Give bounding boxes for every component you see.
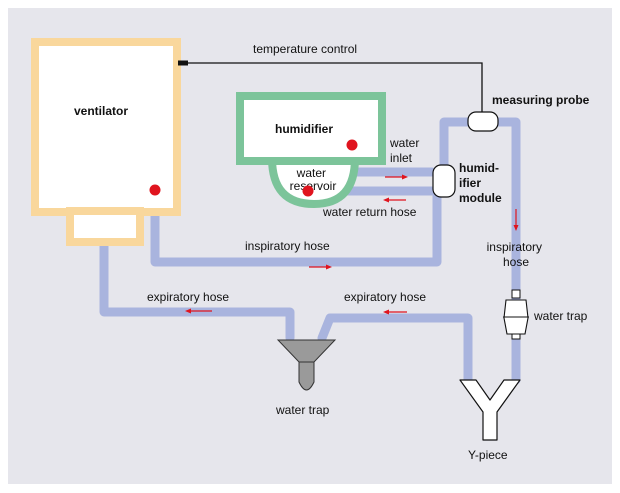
measuring-probe-label: measuring probe	[492, 93, 590, 107]
water-inlet-flow-arrow	[385, 174, 408, 180]
humidifier-module-label: humid- ifier module	[459, 161, 502, 205]
inspiratory-lower-flow-arrow	[309, 264, 332, 270]
water-trap-right-label: water trap	[533, 309, 588, 323]
water-return-hose-label: water return hose	[322, 205, 417, 219]
expiratory-hose-left-label: expiratory hose	[147, 290, 229, 304]
ventilator-label: ventilator	[74, 104, 128, 118]
expiratory-hose-right-label: expiratory hose	[344, 290, 426, 304]
inspiratory-hose-lower	[150, 187, 442, 267]
inspiratory-hose-bottom-label: inspiratory hose	[245, 239, 330, 253]
humidifier-module	[432, 164, 456, 198]
expiratory-hose-left	[99, 240, 295, 343]
reservoir-return-valve	[302, 185, 314, 197]
water-trap-right	[503, 289, 529, 340]
water-trap-bottom	[276, 339, 337, 391]
humidifier-water-valve	[346, 139, 358, 151]
ventilator-box	[31, 38, 181, 216]
expiratory-right-flow-arrow	[383, 309, 407, 315]
ventilator-base	[66, 207, 144, 246]
expiratory-left-flow-arrow	[185, 308, 212, 314]
measuring-probe	[467, 111, 499, 132]
inspiratory-right-flow-arrow	[513, 209, 519, 231]
water-inlet-label: water inlet	[389, 136, 423, 165]
humidifier-box	[236, 92, 386, 165]
y-piece-label: Y-piece	[468, 448, 508, 462]
humidifier-label: humidifier	[275, 122, 333, 136]
water-return-flow-arrow	[383, 197, 406, 203]
water-reservoir	[268, 157, 359, 209]
water-reservoir-label: water reservoir	[290, 166, 337, 193]
water-trap-bottom-label: water trap	[275, 403, 330, 417]
y-piece	[459, 379, 521, 441]
temperature-control-label: temperature control	[253, 42, 357, 56]
temperature-control-cable	[188, 62, 483, 112]
expiratory-hose-right	[317, 313, 473, 385]
inspiratory-hose-right-label: inspiratory hose	[487, 240, 546, 269]
ventilator-outlet-valve	[149, 184, 161, 196]
